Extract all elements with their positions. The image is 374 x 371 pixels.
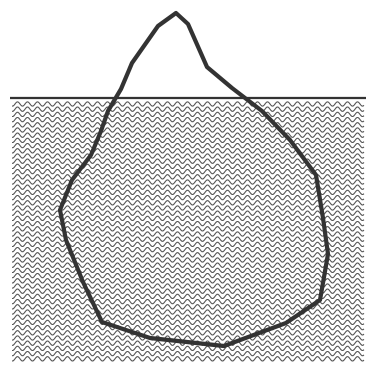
wave-line xyxy=(12,253,364,257)
wave-line xyxy=(12,149,364,153)
wave-line xyxy=(12,336,364,340)
wave-line xyxy=(12,185,364,189)
wave-line xyxy=(12,180,364,184)
wave-line xyxy=(12,138,364,142)
wave-line xyxy=(12,274,364,278)
wave-line xyxy=(12,175,364,179)
wave-line xyxy=(12,112,364,116)
wave-line xyxy=(12,352,364,356)
wave-line xyxy=(12,211,364,215)
wave-line xyxy=(12,279,364,283)
wave-line xyxy=(12,263,364,267)
wave-line xyxy=(12,216,364,220)
wave-line xyxy=(12,258,364,262)
wave-line xyxy=(12,248,364,252)
wave-line xyxy=(12,206,364,210)
wave-line xyxy=(12,315,364,319)
wave-line xyxy=(12,154,364,158)
wave-line xyxy=(12,289,364,293)
wave-line xyxy=(12,326,364,330)
wave-line xyxy=(12,133,364,137)
wave-line xyxy=(12,268,364,272)
wave-line xyxy=(12,320,364,324)
wave-line xyxy=(12,123,364,127)
wave-line xyxy=(12,331,364,335)
wave-line xyxy=(12,159,364,163)
wave-line xyxy=(12,284,364,288)
wave-line xyxy=(12,310,364,314)
wave-line xyxy=(12,357,364,361)
wave-line xyxy=(12,346,364,350)
wave-line xyxy=(12,102,364,106)
wave-line xyxy=(12,107,364,111)
wave-line xyxy=(12,242,364,246)
wave-line xyxy=(12,300,364,304)
wave-line xyxy=(12,118,364,122)
wave-line xyxy=(12,294,364,298)
wave-line xyxy=(12,128,364,132)
wave-line xyxy=(12,144,364,148)
